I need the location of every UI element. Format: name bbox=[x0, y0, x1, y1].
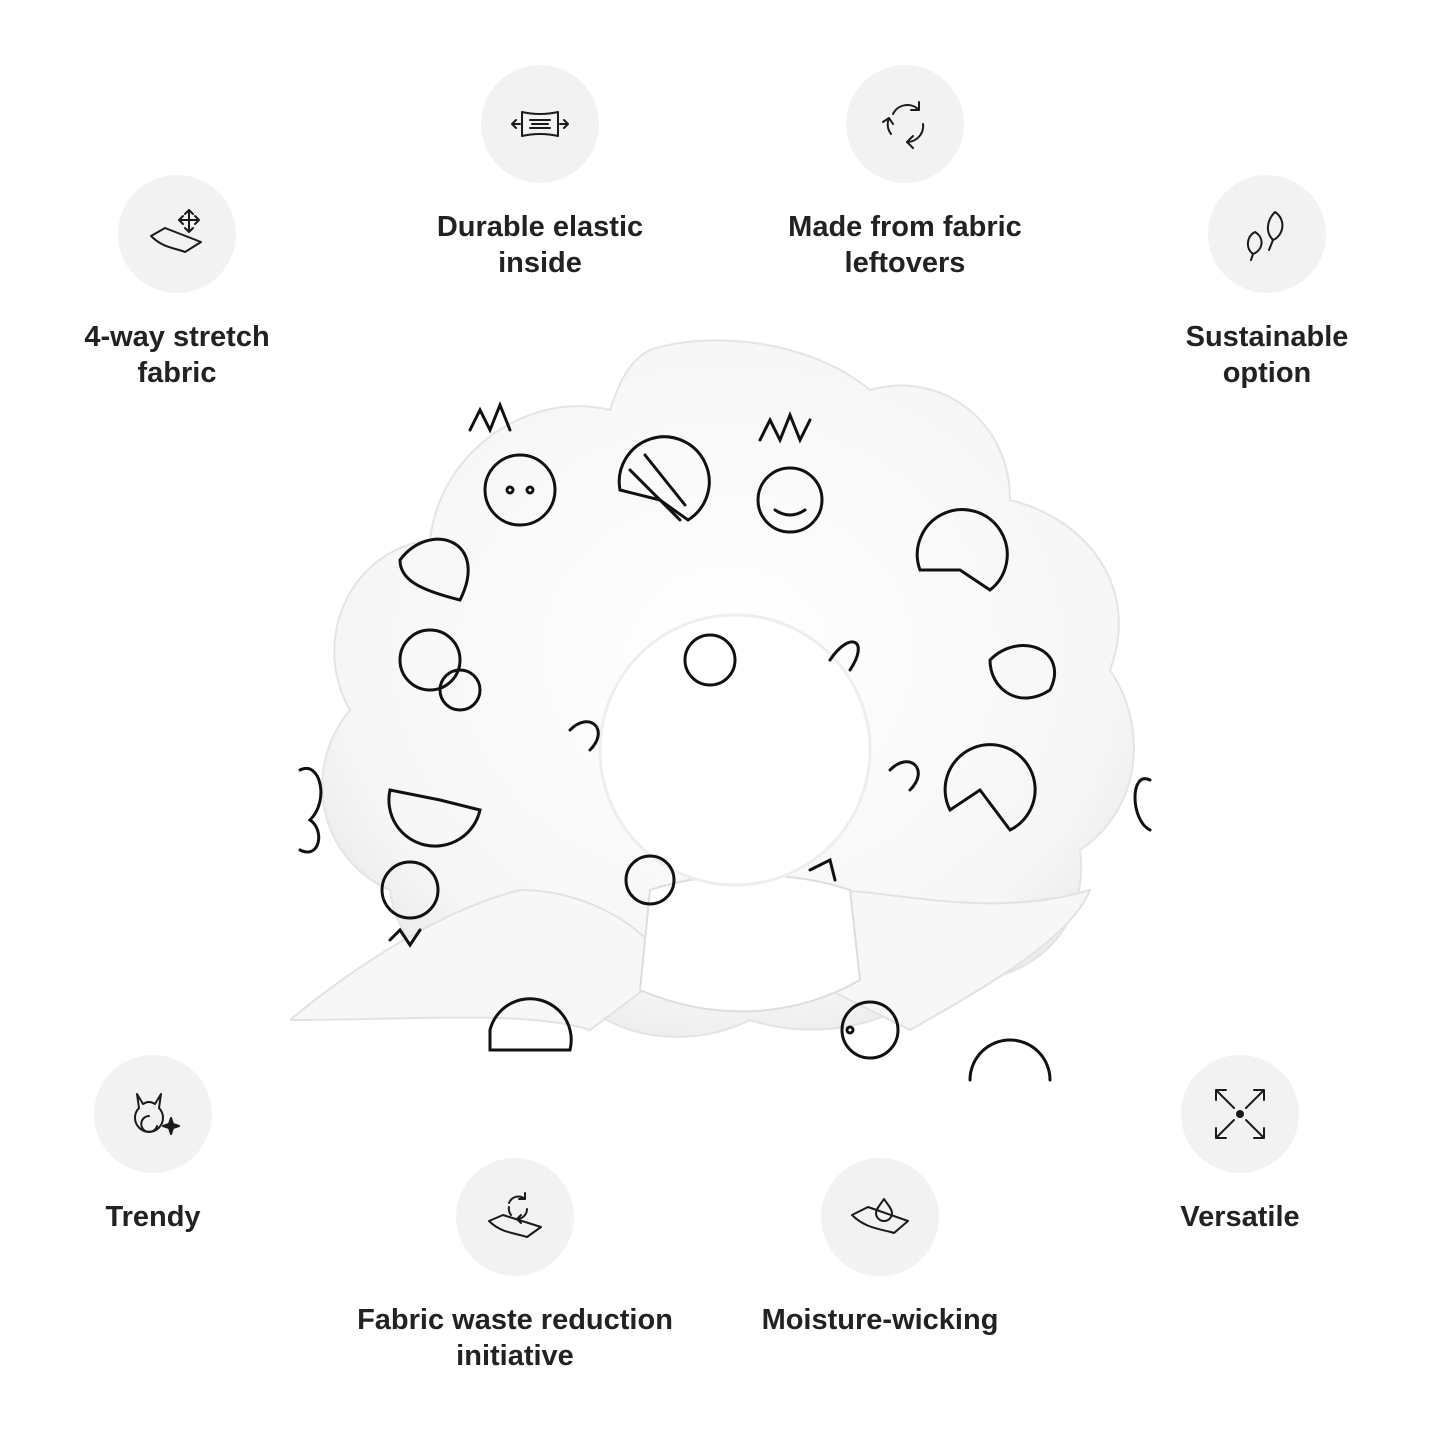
feature-trendy: Trendy bbox=[0, 1055, 333, 1235]
stretch-fabric-icon bbox=[118, 175, 236, 293]
feature-label: 4-way stretch fabric bbox=[84, 321, 270, 389]
feature-moisture-wicking: Moisture-wicking bbox=[700, 1158, 1060, 1338]
feature-label: Versatile bbox=[1180, 1201, 1300, 1233]
feature-label: Fabric waste reduction initiative bbox=[357, 1304, 673, 1372]
expand-arrows-icon bbox=[1181, 1055, 1299, 1173]
feature-durable-elastic: Durable elastic inside bbox=[360, 65, 720, 281]
sparkle-trend-icon bbox=[94, 1055, 212, 1173]
feature-sustainable: Sustainable option bbox=[1087, 175, 1445, 391]
feature-waste-reduction: Fabric waste reduction initiative bbox=[335, 1158, 695, 1374]
leaves-icon bbox=[1208, 175, 1326, 293]
recycle-icon bbox=[846, 65, 964, 183]
fabric-recycle-icon bbox=[456, 1158, 574, 1276]
water-drop-fabric-icon bbox=[821, 1158, 939, 1276]
scrunchie-image bbox=[290, 339, 1152, 1082]
feature-label: Trendy bbox=[105, 1201, 201, 1233]
feature-label: Durable elastic inside bbox=[436, 211, 644, 279]
elastic-band-icon bbox=[481, 65, 599, 183]
feature-label: Made from fabric leftovers bbox=[788, 211, 1022, 279]
feature-label: Sustainable option bbox=[1185, 321, 1349, 389]
feature-fabric-leftovers: Made from fabric leftovers bbox=[725, 65, 1085, 281]
feature-versatile: Versatile bbox=[1060, 1055, 1420, 1235]
feature-4-way-stretch: 4-way stretch fabric bbox=[0, 175, 357, 391]
feature-label: Moisture-wicking bbox=[761, 1304, 999, 1336]
